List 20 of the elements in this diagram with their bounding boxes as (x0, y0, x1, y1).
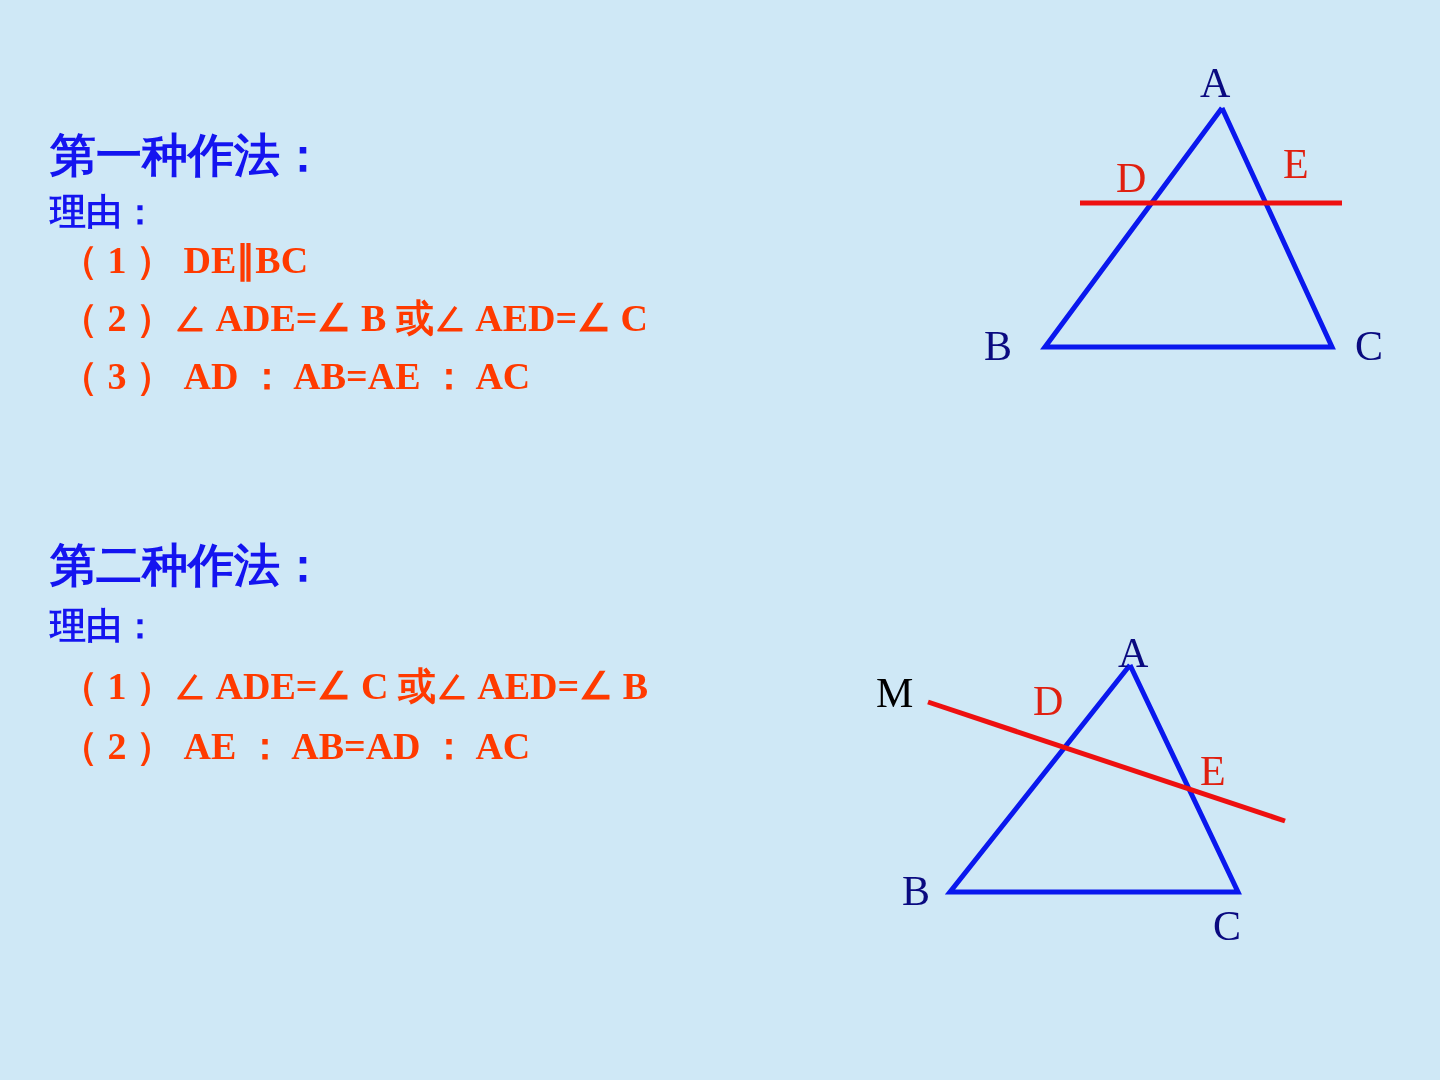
point-label: A (1118, 630, 1149, 677)
point-label: B (984, 323, 1012, 370)
reason-line: （ 1 ）∠ ADE=∠ C 或∠ AED=∠ B (60, 666, 649, 708)
point-label: D (1033, 678, 1064, 725)
subheading: 理由： (50, 606, 158, 646)
point-label: M (876, 670, 914, 717)
point-label: D (1116, 155, 1147, 202)
reason-line: （ 3 ） AD ： AB=AE ： AC (60, 356, 531, 398)
point-label: E (1200, 748, 1226, 795)
point-label: B (902, 868, 930, 915)
reason-line: （ 2 ） AE ： AB=AD ： AC (60, 726, 531, 768)
point-label: C (1213, 903, 1241, 950)
section-heading: 第一种作法： (50, 130, 326, 181)
point-label: A (1200, 60, 1231, 107)
point-label: C (1355, 323, 1383, 370)
subheading: 理由： (50, 192, 158, 232)
reason-line: （ 2 ）∠ ADE=∠ B 或∠ AED=∠ C (60, 298, 649, 340)
reason-line: （ 1 ） DE∥BC (60, 240, 309, 282)
section-heading: 第二种作法： (50, 540, 326, 591)
point-label: E (1283, 141, 1309, 188)
